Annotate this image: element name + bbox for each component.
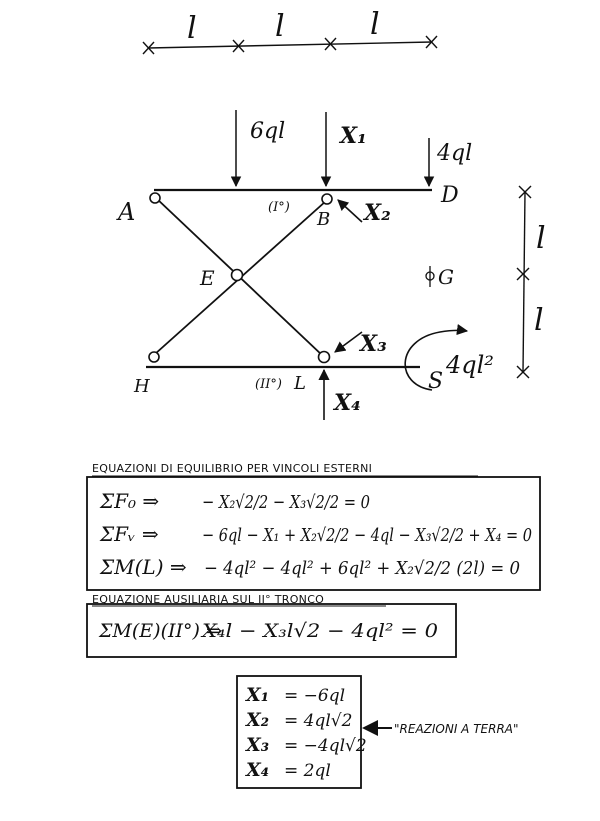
load-x3-label: X₃ <box>358 331 387 357</box>
top-dimension <box>142 35 438 55</box>
auxiliary-lhs: ΣM(E)(II°) ⇒ <box>98 620 222 642</box>
auxiliary-equation-title: EQUAZIONE AUSILIARIA SUL II° TRONCO <box>92 593 324 606</box>
dim-label-vertical-1: l <box>536 221 546 256</box>
node-label-a: A <box>116 198 135 226</box>
results-box <box>236 675 362 789</box>
result-rhs-1: = −6ql <box>284 686 345 706</box>
dim-label-vertical-2: l <box>534 303 544 338</box>
results-note: "REAZIONI A TERRA" <box>394 722 519 736</box>
dim-label-2: l <box>275 9 285 44</box>
result-rhs-4: = 2ql <box>284 761 331 781</box>
hinge-h <box>148 351 160 363</box>
point-g-marker <box>425 266 435 287</box>
part-label-lower: (II°) <box>255 377 282 392</box>
auxiliary-rhs: X₄l − X₃l√2 − 4ql² = 0 <box>200 620 438 642</box>
right-dimension <box>516 185 532 379</box>
external-equations-title: EQUAZIONI DI EQUILIBRIO PER VINCOLI ESTE… <box>92 462 372 475</box>
dim-label-1: l <box>187 11 197 46</box>
node-label-b: B <box>316 209 330 230</box>
result-lhs-1: X₁ <box>245 684 269 706</box>
part-label-upper: (I°) <box>268 200 290 215</box>
results-pointer-arrow <box>362 720 392 736</box>
eq1-lhs: ΣF₀ ⇒ <box>99 489 159 513</box>
node-label-d: D <box>440 183 459 208</box>
node-label-s: S <box>428 369 443 394</box>
node-label-l: L <box>293 373 306 394</box>
hinge-b <box>321 193 333 205</box>
eq2-lhs: ΣFᵥ ⇒ <box>99 522 159 546</box>
result-lhs-4: X₄ <box>245 759 269 781</box>
load-x2-arrow <box>337 199 363 223</box>
load-x4-label: X₄ <box>332 390 361 416</box>
node-label-g: G <box>438 265 454 289</box>
load-x3-arrow <box>334 331 363 353</box>
hinge-a <box>149 192 161 204</box>
load-x2-label: X₂ <box>362 200 391 226</box>
moment-arrow <box>404 324 469 391</box>
result-lhs-3: X₃ <box>245 734 269 756</box>
result-rhs-3: = −4ql√2 <box>284 736 367 756</box>
auxiliary-equation-box <box>86 603 457 658</box>
node-label-h: H <box>133 376 150 397</box>
hinge-l <box>317 350 331 364</box>
dim-label-3: l <box>370 7 380 42</box>
eq3-rhs: − 4ql² − 4ql² + 6ql² + X₂√2/2 (2l) = 0 <box>204 558 520 579</box>
hinge-e <box>230 268 244 282</box>
result-lhs-2: X₂ <box>245 709 269 731</box>
node-label-e: E <box>199 266 215 290</box>
load-4ql-label: 4ql <box>436 141 472 166</box>
load-x1-label: X₁ <box>338 123 367 149</box>
load-6ql-label: 6ql <box>250 119 285 144</box>
eq1-rhs: − X₂√2/2 − X₃√2/2 = 0 <box>202 492 370 513</box>
result-rhs-2: = 4ql√2 <box>284 711 352 731</box>
external-equations-box <box>86 476 541 591</box>
eq3-lhs: ΣM(L) ⇒ <box>99 555 187 579</box>
eq2-rhs: − 6ql − X₁ + X₂√2/2 − 4ql − X₃√2/2 + X₄ … <box>202 525 532 546</box>
moment-label: 4ql² <box>445 351 494 379</box>
